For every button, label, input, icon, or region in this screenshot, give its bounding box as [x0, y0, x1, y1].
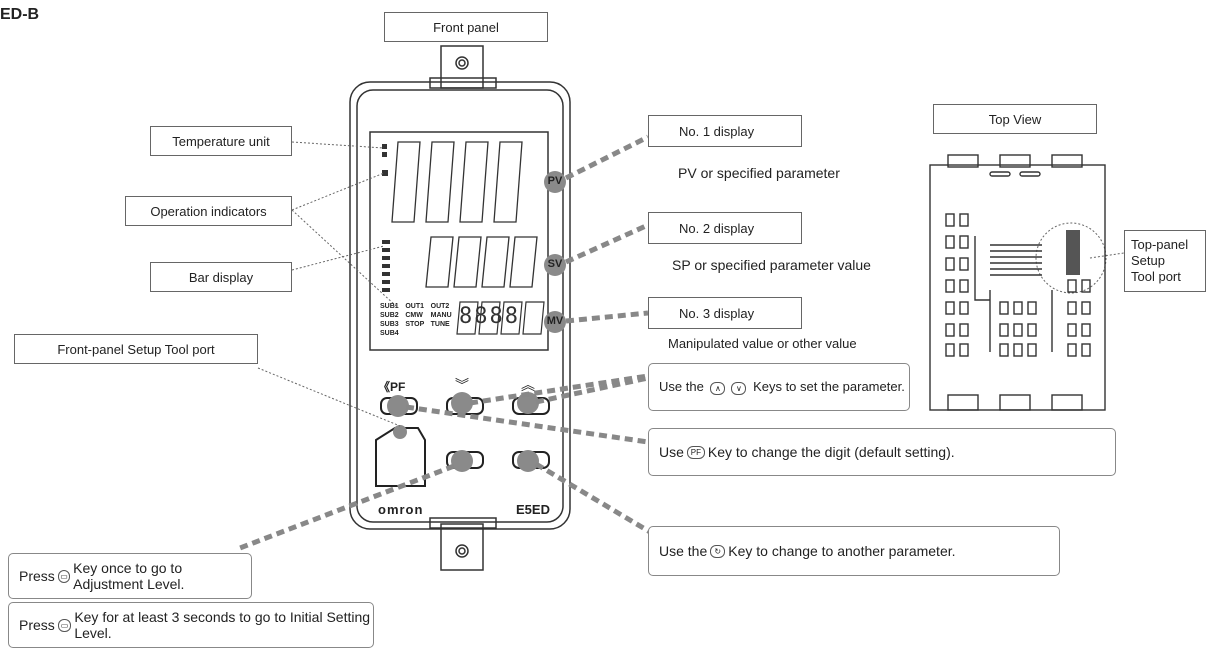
top-view-label: Top View	[933, 104, 1097, 134]
sv-badge: SV	[547, 258, 563, 270]
level-key-icon: ▭	[57, 618, 72, 632]
pf-key-icon: PF	[686, 445, 705, 459]
pf-key-note: Use PF Key to change the digit (default …	[648, 428, 1116, 476]
indicator: OUT2	[430, 303, 450, 310]
top-setup-port-line2: Setup	[1131, 253, 1165, 268]
indicator: SUB4	[380, 330, 399, 337]
up-key-icon: ∧	[710, 381, 726, 395]
level-key-icon: ▭	[57, 569, 71, 583]
indicator: TUNE	[430, 321, 450, 328]
mv-badge: MV	[546, 315, 564, 327]
level-hold-post: Key for at least 3 seconds to go to Init…	[74, 609, 371, 641]
pf-note-post: Key to change the digit (default setting…	[707, 444, 955, 460]
indicator: MANU	[430, 312, 452, 319]
up-key-label: ︽	[521, 377, 535, 393]
display-2-label: No. 2 display	[648, 212, 802, 244]
display-row-1-frames	[391, 141, 523, 223]
pf-key-label: 《PF	[378, 380, 406, 394]
display-row-2-frames	[425, 236, 538, 288]
thin-leaders	[257, 141, 1125, 427]
down-key-icon: ∨	[731, 381, 747, 395]
brand-label: omron	[378, 502, 424, 517]
pf-note-pre: Use	[659, 444, 684, 460]
level-once-post: Key once to go to Adjustment Level.	[73, 560, 185, 592]
model-title: ED-B	[0, 6, 40, 23]
panel-digits-row3: 8888	[459, 304, 520, 329]
level-once-note: Press ▭ Key once to go to Adjustment Lev…	[8, 553, 252, 599]
front-setup-port-callout: Front-panel Setup Tool port	[14, 334, 258, 364]
front-panel-label: Front panel	[384, 12, 548, 42]
level-hold-pre: Press	[19, 617, 55, 633]
level-hold-note: Press ▭ Key for at least 3 seconds to go…	[8, 602, 374, 648]
top-view-body	[929, 154, 1106, 411]
display-2-description: SP or specified parameter value	[672, 257, 871, 273]
down-key-label: ︾	[455, 377, 469, 393]
display-row-3-frames	[456, 301, 545, 335]
updown-note-pre: Use the	[659, 379, 704, 395]
indicator: SUB3	[380, 321, 399, 328]
indicator: SUB2	[380, 312, 399, 319]
bar-display-segments	[382, 144, 390, 292]
mode-key-icon: ↻	[710, 544, 726, 558]
top-setup-port-shape	[1066, 230, 1080, 275]
indicator: STOP	[405, 321, 425, 328]
display-1-label: No. 1 display	[648, 115, 802, 147]
level-once-pre: Press	[19, 568, 55, 584]
bar-display-callout: Bar display	[150, 262, 292, 292]
pv-badge: PV	[547, 175, 563, 187]
indicator: SUB1	[380, 303, 399, 310]
top-setup-port-line3: Tool port	[1131, 269, 1181, 284]
top-setup-port-callout: Top-panel Setup Tool port	[1124, 230, 1206, 292]
temperature-unit-callout: Temperature unit	[150, 126, 292, 156]
display-1-description: PV or specified parameter	[678, 165, 840, 181]
updown-keys-note: Use the ∧ ∨ Keys to set the parameter.	[648, 363, 910, 411]
mode-key-note: Use the ↻ Key to change to another param…	[648, 526, 1060, 576]
operation-indicator-grid: SUB1 OUT1 OUT2 SUB2 CMW MANU SUB3 STOP T…	[380, 302, 454, 338]
indicator: OUT1	[405, 303, 424, 310]
model-label: E5ED	[516, 502, 550, 517]
front-panel-body	[349, 45, 571, 571]
mode-note-post: Key to change to another parameter.	[728, 543, 956, 559]
top-setup-port-line1: Top-panel	[1131, 237, 1189, 252]
thick-leaders	[239, 134, 652, 551]
display-badges	[544, 171, 566, 333]
display-3-label: No. 3 display	[648, 297, 802, 329]
updown-note-post: Keys to set the parameter.	[753, 379, 905, 395]
mode-note-pre: Use the	[659, 543, 708, 559]
display-3-description: Manipulated value or other value	[668, 336, 857, 351]
indicator: CMW	[405, 312, 423, 319]
operation-indicators-callout: Operation indicators	[125, 196, 292, 226]
key-markers	[387, 392, 539, 472]
